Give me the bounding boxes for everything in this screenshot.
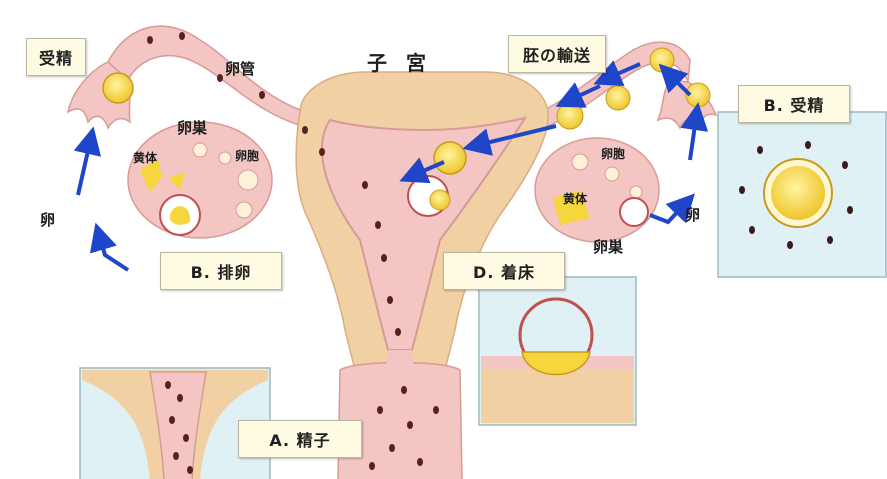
ovulation-label-box: B. 排卵 xyxy=(160,252,282,290)
sperm-label-box: A. 精子 xyxy=(238,420,362,458)
corpus-left-label: 黄体 xyxy=(133,151,158,165)
follicle-left-label: 卵胞 xyxy=(235,149,260,163)
sperm-cells-detail xyxy=(165,381,193,474)
implantation-label-box: D. 着床 xyxy=(443,252,565,290)
implantation-detail-panel xyxy=(478,276,637,426)
ovary-right xyxy=(534,137,660,243)
embryo-transport-label-box: 胚の輸送 xyxy=(508,35,606,73)
ovary-left-label: 卵巣 xyxy=(177,119,208,137)
uterus xyxy=(66,25,718,479)
sperm-cells xyxy=(147,32,439,470)
ovary-right-label: 卵巣 xyxy=(593,238,624,256)
follicle-right-label: 卵胞 xyxy=(601,147,626,161)
fertilization-detail-panel xyxy=(717,111,887,278)
ovary-left xyxy=(127,121,273,239)
egg-left-label: 卵 xyxy=(40,211,56,229)
process-arrows xyxy=(73,60,709,272)
fertilization-detail-label-box: B. 受精 xyxy=(738,85,850,123)
egg-right-label: 卵 xyxy=(685,206,701,224)
fertilization-label-box: 受精 xyxy=(26,38,86,76)
uterus-title: 子 宮 xyxy=(367,51,432,75)
corpus-right-label: 黄体 xyxy=(563,192,588,206)
oviduct-label: 卵管 xyxy=(225,60,256,78)
